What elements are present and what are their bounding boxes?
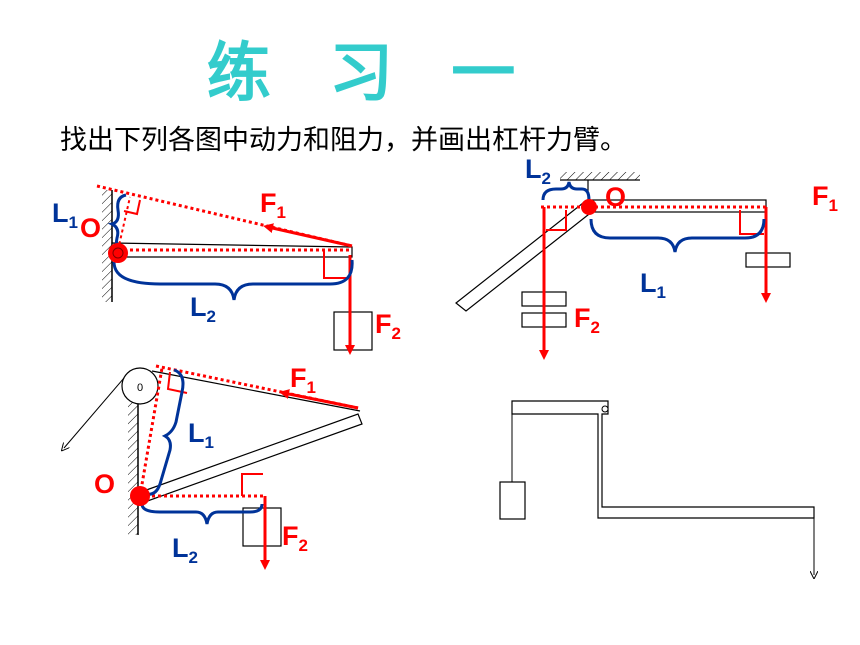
pivot-o-label: O [605,182,626,212]
arm-l1-label: L1 [640,268,666,302]
force-f1-arrow [279,389,359,410]
diagram-1-labels: L1 O F1 L2 F2 [52,188,401,343]
perpendicular-dotted [138,367,164,497]
arm-l1-label: L1 [52,198,78,232]
pulley-axle-label: 0 [137,382,143,394]
arm-l1-brace [589,218,766,253]
diagram-4 [499,400,815,575]
force-f1-label: F1 [260,188,286,222]
arm-l2-brace [541,181,591,201]
arm-l2-label: L2 [525,154,551,188]
perpendicular-dotted [117,196,131,251]
bent-lever [511,400,815,519]
force-line-dotted [155,364,359,410]
right-angle-mark-2 [323,250,350,279]
force-f1-arrow [263,223,353,248]
arm-l2-brace [112,259,354,301]
arm-l2-brace [140,503,264,525]
right-angle-mark-2 [241,473,263,496]
pulley-wheel [121,367,159,405]
diagram-3-labels: F1 L1 O F2 L2 [94,363,316,567]
right-angle-mark-2 [546,210,567,231]
pivot-point [108,243,128,263]
force-f1-label: F1 [812,181,838,215]
weight-right [745,252,791,268]
force-f2-label: F2 [375,309,401,343]
pivot-pin [601,405,609,413]
arm-l1-brace [145,368,185,496]
exercise-title: 练 习 一 [206,37,534,111]
pivot-point [130,486,150,506]
right-angle-mark [123,199,141,216]
rope-to-lever [151,370,361,412]
ceiling-hatch [560,172,640,180]
pivot-ring [112,247,124,259]
arm-l2-label: L2 [190,292,216,326]
hanging-weight [499,481,526,520]
lever-bar [137,413,363,504]
diagram-1 [96,184,373,355]
force-f2-label: F2 [574,303,600,337]
pivot-point [581,199,597,215]
pivot-o-label: O [80,213,101,243]
wall-hatch [128,395,138,535]
wall-hatch [102,190,112,302]
arm-l2-label: L2 [172,533,198,567]
hanging-weight [333,311,373,351]
diagram-2 [455,172,791,360]
hanging-weight [242,507,282,547]
force-f2-label: F2 [282,521,308,555]
force-f1-label: F1 [290,363,316,397]
rope-pull [64,377,125,448]
instruction-text: 找出下列各图中动力和阻力，并画出杠杆力臂。 [60,125,627,156]
diagram-2-labels: L2 O F1 L1 F2 [525,154,838,337]
pivot-o-label: O [94,469,115,499]
arm-l1-label: L1 [188,418,214,452]
diagram-3: 0 [64,364,363,570]
